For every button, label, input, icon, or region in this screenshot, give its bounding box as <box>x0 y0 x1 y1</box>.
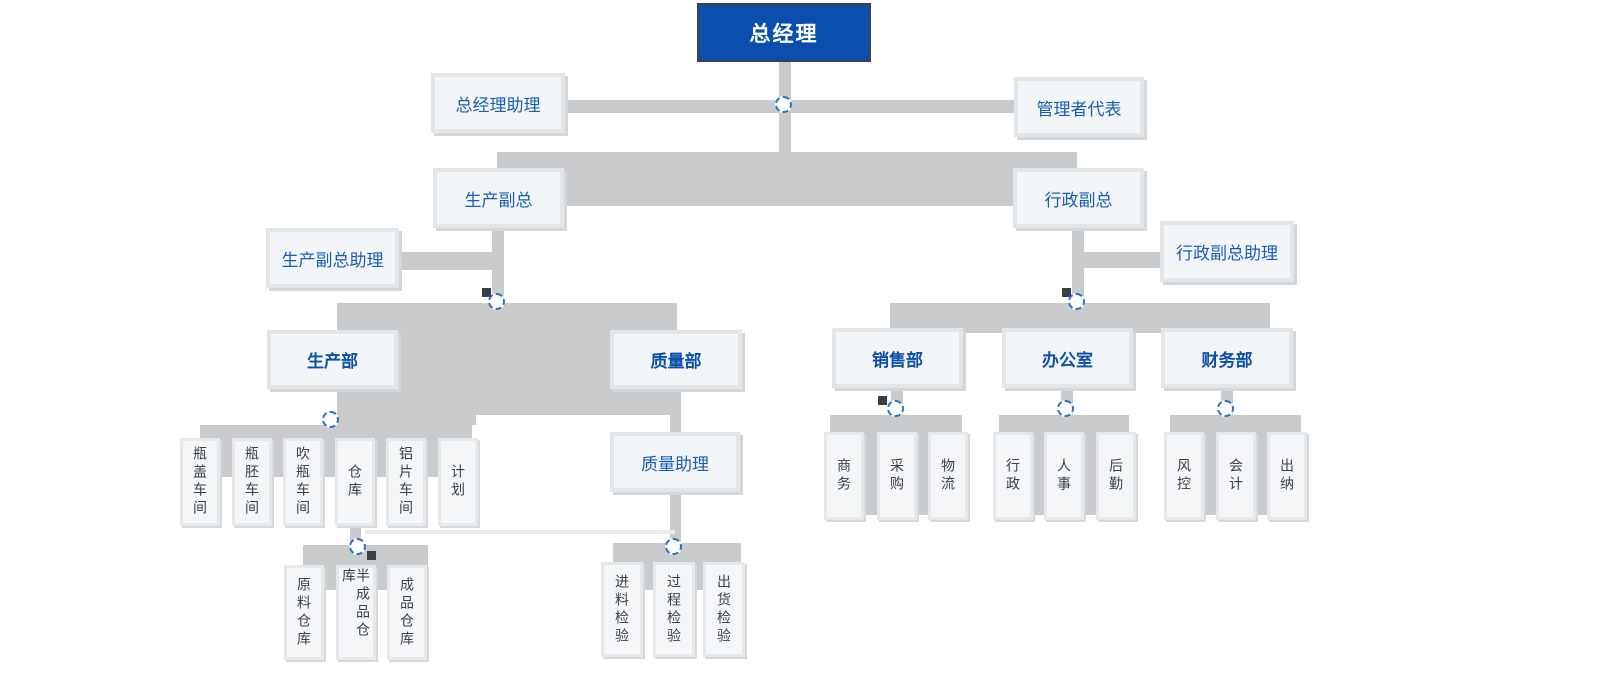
unit-label: 过程检验 <box>666 573 682 646</box>
unit-label: 后勤 <box>1108 458 1124 494</box>
node-unit-blow-molding-workshop[interactable]: 吹瓶车间 <box>283 438 323 526</box>
node-quality-assistant[interactable]: 质量助理 <box>610 432 740 492</box>
node-office-dept[interactable]: 办公室 <box>1002 328 1133 388</box>
node-admin-vp-assistant-label: 行政副总助理 <box>1176 244 1278 263</box>
node-sales-dept-label: 销售部 <box>872 350 923 370</box>
node-quality-dept-label: 质量部 <box>650 352 702 371</box>
node-gm-assistant-label: 总经理助理 <box>455 95 541 115</box>
node-unit-planning[interactable]: 计划 <box>438 438 478 526</box>
node-quality-assistant-label: 质量助理 <box>641 454 709 474</box>
node-unit-business[interactable]: 商务 <box>824 432 864 520</box>
node-production-vp[interactable]: 生产副总 <box>433 168 564 228</box>
node-unit-finished-goods-warehouse[interactable]: 成品仓库 <box>387 565 427 660</box>
unit-label: 瓶盖车间 <box>192 446 208 518</box>
node-production-dept[interactable]: 生产部 <box>267 330 398 389</box>
unit-label: 成品仓库 <box>399 576 415 649</box>
connector-thin-link-line <box>365 530 675 534</box>
node-admin-vp-label: 行政副总 <box>1044 190 1113 210</box>
connector-admin-vp-vertical <box>1072 206 1084 303</box>
node-unit-support-services[interactable]: 后勤 <box>1096 432 1136 520</box>
unit-label: 采购 <box>889 458 905 494</box>
node-gm-assistant[interactable]: 总经理助理 <box>431 73 565 133</box>
node-production-vp-label: 生产副总 <box>464 190 533 210</box>
endpoint-handle-admin-vp[interactable] <box>1062 288 1071 297</box>
junction-handle-office[interactable] <box>1057 400 1074 417</box>
node-sales-dept[interactable]: 销售部 <box>832 328 963 388</box>
unit-label: 出货检验 <box>716 573 732 646</box>
junction-handle-production-units[interactable] <box>322 411 339 428</box>
unit-label: 物流 <box>940 458 956 494</box>
unit-label: 仓库 <box>347 464 363 500</box>
junction-handle-production-vp[interactable] <box>488 293 505 310</box>
node-unit-outgoing-inspection[interactable]: 出货检验 <box>703 562 745 657</box>
unit-label: 人事 <box>1056 458 1072 494</box>
unit-label: 吹瓶车间 <box>295 446 311 518</box>
node-quality-dept[interactable]: 质量部 <box>610 330 742 389</box>
node-general-manager[interactable]: 总经理 <box>697 3 871 62</box>
junction-handle-sales[interactable] <box>887 400 904 417</box>
node-admin-vp-assistant[interactable]: 行政副总助理 <box>1160 221 1294 282</box>
node-unit-aluminum-sheet-workshop[interactable]: 铝片车间 <box>386 438 426 526</box>
connector-warehouse-vertical <box>350 526 361 545</box>
node-management-representative-label: 管理者代表 <box>1036 99 1122 119</box>
node-unit-cashier[interactable]: 出纳 <box>1267 432 1307 520</box>
junction-handle-finance[interactable] <box>1217 400 1234 417</box>
node-management-representative[interactable]: 管理者代表 <box>1014 77 1144 137</box>
endpoint-handle-warehouse[interactable] <box>367 551 376 560</box>
junction-handle-warehouse[interactable] <box>349 538 366 555</box>
node-office-dept-label: 办公室 <box>1042 350 1093 370</box>
unit-label: 计划 <box>450 464 466 500</box>
connector-quality-vertical <box>670 389 681 432</box>
node-unit-risk-control[interactable]: 风控 <box>1164 432 1204 520</box>
node-unit-accounting[interactable]: 会计 <box>1216 432 1256 520</box>
node-general-manager-label: 总经理 <box>749 22 819 46</box>
node-unit-human-resources[interactable]: 人事 <box>1044 432 1084 520</box>
connector-production-vp-vertical <box>492 206 504 303</box>
unit-label: 瓶胚车间 <box>244 446 260 518</box>
node-finance-dept[interactable]: 财务部 <box>1161 328 1293 388</box>
node-unit-semi-finished-warehouse[interactable]: 半成品仓库 <box>336 565 376 660</box>
unit-label: 商务 <box>836 458 852 494</box>
unit-label: 出纳 <box>1279 458 1295 494</box>
node-unit-warehouse[interactable]: 仓库 <box>335 438 375 526</box>
node-unit-procurement[interactable]: 采购 <box>877 432 917 520</box>
connector-quality-assistant-vertical <box>670 492 681 545</box>
connector-vp-band <box>497 152 1077 206</box>
node-unit-process-inspection[interactable]: 过程检验 <box>653 562 695 657</box>
connector-admin-vp-assistant-branch <box>1084 252 1160 268</box>
node-unit-incoming-inspection[interactable]: 进料检验 <box>601 562 643 657</box>
node-finance-dept-label: 财务部 <box>1201 350 1253 370</box>
node-unit-administration[interactable]: 行政 <box>993 432 1033 520</box>
junction-handle-quality-units[interactable] <box>665 538 682 555</box>
endpoint-handle-sales[interactable] <box>878 396 887 405</box>
node-unit-raw-material-warehouse[interactable]: 原料仓库 <box>284 565 324 660</box>
unit-label: 会计 <box>1228 458 1244 494</box>
node-production-dept-label: 生产部 <box>307 352 358 371</box>
node-production-vp-assistant[interactable]: 生产副总助理 <box>266 228 399 288</box>
node-unit-logistics[interactable]: 物流 <box>928 432 968 520</box>
unit-label: 铝片车间 <box>398 446 414 518</box>
unit-label: 原料仓库 <box>296 576 312 649</box>
unit-label: 进料检验 <box>614 573 630 646</box>
junction-handle-gm[interactable] <box>775 96 792 113</box>
unit-label: 半成品仓库 <box>341 568 371 640</box>
connector-production-vp-assistant-branch <box>399 252 492 270</box>
node-unit-preform-workshop[interactable]: 瓶胚车间 <box>232 438 272 526</box>
unit-label: 风控 <box>1176 458 1192 494</box>
unit-label: 行政 <box>1005 458 1021 494</box>
endpoint-handle-production-vp[interactable] <box>482 288 491 297</box>
junction-handle-admin-vp[interactable] <box>1068 293 1085 310</box>
node-production-vp-assistant-label: 生产副总助理 <box>281 250 384 270</box>
connector-production-drop <box>337 388 476 425</box>
node-admin-vp[interactable]: 行政副总 <box>1013 168 1144 228</box>
node-unit-bottle-cap-workshop[interactable]: 瓶盖车间 <box>180 438 220 526</box>
